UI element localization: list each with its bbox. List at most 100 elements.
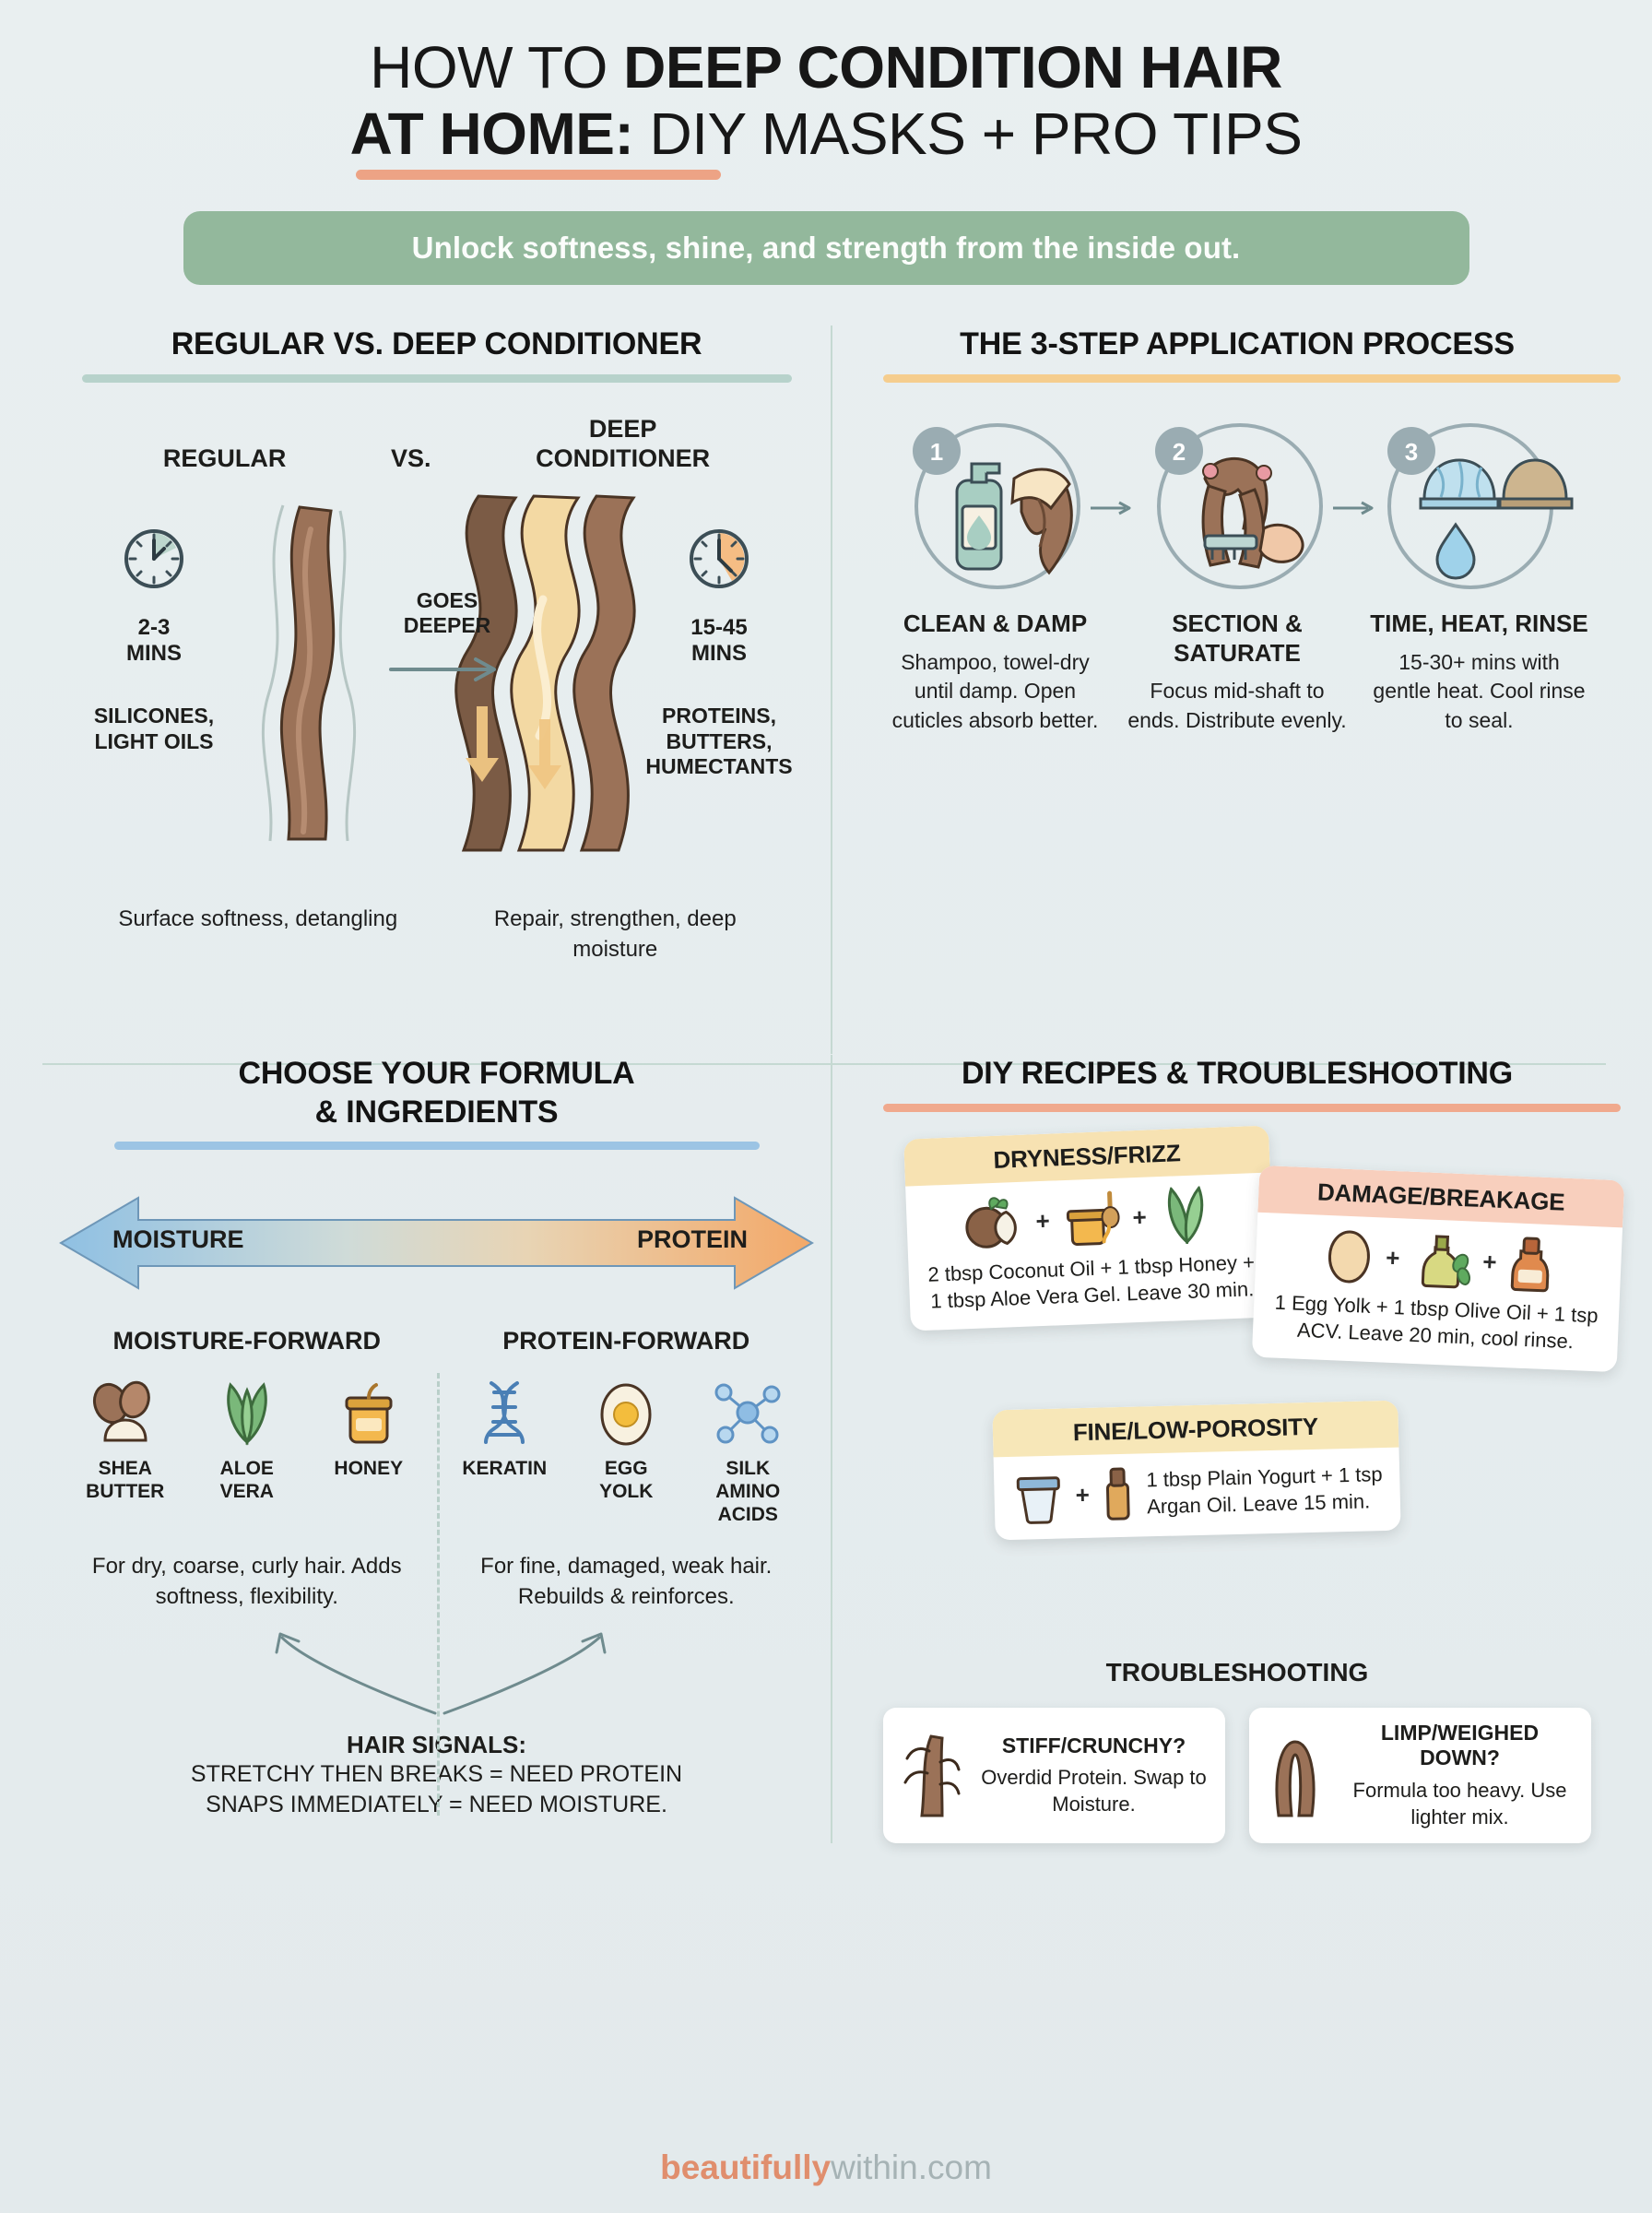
plus-sign: + <box>1131 1201 1148 1231</box>
clock-icon-long <box>690 528 749 588</box>
step-3-heading: TIME, HEAT, RINSE <box>1370 609 1588 637</box>
signals-line-2: SNAPS IMMEDIATELY = NEED MOISTURE. <box>206 1791 667 1817</box>
recipe-cards: DRYNESS/FRIZZ + <box>883 1125 1625 1649</box>
molecule-icon <box>714 1383 781 1444</box>
plus-sign: + <box>1034 1205 1051 1235</box>
recipe-card-dryness[interactable]: DRYNESS/FRIZZ + <box>903 1125 1276 1331</box>
compare-head-vs: VS. <box>390 444 431 473</box>
section1-rule <box>81 373 792 383</box>
step-2-illustration: 2 <box>1126 410 1373 604</box>
label-moisture-forward: MOISTURE-FORWARD <box>112 1327 382 1355</box>
hair-strand-illustrations <box>261 494 636 852</box>
step-2-heading: SECTION & SATURATE <box>1172 609 1303 667</box>
recipe-card-damage[interactable]: DAMAGE/BREAKAGE + <box>1251 1165 1625 1372</box>
deep-ingredients-label: PROTEINS, BUTTERS, HUMECTANTS <box>645 704 793 779</box>
title-plain-2: DIY MASKS + PRO TIPS <box>633 100 1303 167</box>
section4-title: DIY RECIPES & TROUBLESHOOTING <box>961 1056 1514 1092</box>
coconut-icon <box>965 1197 1017 1249</box>
troubleshooting-cards: STIFF/CRUNCHY? Overdid Protein. Swap to … <box>883 1707 1591 1844</box>
ingredient-groups: SHEA BUTTER ALOE VERA <box>57 1379 816 1526</box>
right-arrow-icon <box>389 657 496 681</box>
ingredient-item: HONEY <box>313 1379 424 1526</box>
step-arrow-icon <box>1332 501 1373 515</box>
goes-deeper-annotation: GOES DEEPER <box>378 588 516 690</box>
section-diy-recipes: DIY RECIPES & TROUBLESHOOTING DRYNESS/FR… <box>832 1055 1625 1844</box>
goes-deeper-label: GOES DEEPER <box>403 587 491 638</box>
recipe-damage-icons: + + <box>1268 1224 1609 1295</box>
recipe-dryness-icons: + + <box>919 1184 1260 1254</box>
section-application-process: THE 3-STEP APPLICATION PROCESS 1 <box>832 325 1621 1054</box>
svg-text:1: 1 <box>930 438 943 466</box>
section1-title: REGULAR VS. DEEP CONDITIONER <box>171 326 702 362</box>
title-line-2: AT HOME: DIY MASKS + PRO TIPS <box>350 100 1303 181</box>
title-bold-1: DEEP CONDITION HAIR <box>623 34 1282 101</box>
subtitle-banner: Unlock softness, shine, and strength fro… <box>183 211 1469 286</box>
spectrum-arrow-icon <box>59 1196 814 1291</box>
step-item: 2 <box>1126 410 1373 736</box>
ingredient-item: KERATIN <box>449 1379 560 1526</box>
troubleshoot-stiff-text-wrap: STIFF/CRUNCHY? Overdid Protein. Swap to … <box>974 1734 1214 1818</box>
ingredient-item: EGG YOLK <box>571 1379 681 1526</box>
compare-col-regular: 2-3 MINS SILICONES, LIGHT OILS <box>66 520 242 755</box>
footer-brand-light: within.com <box>831 2148 992 2186</box>
ingredient-name: EGG YOLK <box>599 1458 654 1503</box>
yogurt-cup-icon <box>1016 1476 1060 1524</box>
header: HOW TO DEEP CONDITION HAIR AT HOME: DIY … <box>42 0 1610 286</box>
step-1-text: Shampoo, towel-dry until damp. Open cuti… <box>891 649 1099 732</box>
troubleshoot-card-stiff[interactable]: STIFF/CRUNCHY? Overdid Protein. Swap to … <box>883 1707 1225 1844</box>
dna-helix-icon <box>484 1381 525 1445</box>
label-protein-forward: PROTEIN-FORWARD <box>502 1327 750 1355</box>
aloe-vera-icon <box>227 1382 267 1446</box>
plus-sign: + <box>1075 1480 1091 1509</box>
spectrum-label-protein: PROTEIN <box>636 1225 748 1254</box>
recipe-card-fine-text: 1 tbsp Plain Yogurt + 1 tsp Argan Oil. L… <box>1146 1462 1383 1519</box>
plus-sign: + <box>1481 1247 1498 1275</box>
clock-icon-short <box>124 528 183 588</box>
shea-butter-icon <box>92 1381 150 1442</box>
troubleshoot-card-limp[interactable]: LIMP/WEIGHED DOWN? Formula too heavy. Us… <box>1249 1707 1591 1844</box>
svg-text:3: 3 <box>1405 438 1418 466</box>
protein-ingredient-group: KERATIN EGG YOLK <box>437 1379 817 1526</box>
step-item: 1 <box>883 410 1131 736</box>
column-dashed-divider <box>436 1373 440 1817</box>
troubleshoot-limp-heading: LIMP/WEIGHED DOWN? <box>1380 1720 1540 1770</box>
step-3-text: 15-30+ mins with gentle heat. Cool rinse… <box>1373 649 1586 732</box>
moisture-ingredient-group: SHEA BUTTER ALOE VERA <box>57 1379 437 1526</box>
vertical-divider-top <box>831 325 832 1055</box>
ingredient-item: SILK AMINO ACIDS <box>692 1379 803 1526</box>
caption-regular: Surface softness, detangling <box>118 905 398 931</box>
formula-column-labels: MOISTURE-FORWARD PROTEIN-FORWARD <box>57 1327 816 1355</box>
title-plain-1: HOW TO <box>370 34 624 101</box>
limp-hair-icon <box>1275 1740 1316 1817</box>
horizontal-divider <box>42 1063 1606 1066</box>
troubleshoot-limp-text: Formula too heavy. Use lighter mix. <box>1352 1779 1567 1829</box>
section3-rule <box>113 1142 760 1151</box>
recipe-fine-icons: + <box>1007 1464 1139 1524</box>
comparison-headers: REGULAR VS. DEEP CONDITIONER <box>57 414 816 474</box>
title-line-1: HOW TO DEEP CONDITION HAIR <box>370 34 1282 101</box>
egg-icon <box>1328 1230 1370 1284</box>
section4-rule <box>883 1103 1621 1112</box>
vertical-divider-bottom <box>831 1055 832 1844</box>
recipe-card-damage-text: 1 Egg Yolk + 1 tbsp Olive Oil + 1 tsp AC… <box>1274 1290 1599 1354</box>
plus-sign: + <box>1385 1242 1401 1272</box>
ingredient-item: SHEA BUTTER <box>70 1379 181 1526</box>
vinegar-bottle-icon <box>1510 1237 1550 1293</box>
olive-oil-bottle-icon <box>1421 1235 1471 1289</box>
step-1-heading: CLEAN & DAMP <box>903 609 1088 637</box>
regular-time-label: 2-3 MINS <box>126 614 182 666</box>
recipe-card-fine[interactable]: FINE/LOW-POROSITY + <box>992 1400 1401 1541</box>
title-underline <box>355 170 721 181</box>
honey-dipper-icon <box>1066 1190 1120 1246</box>
brittle-hair-icon <box>903 1734 961 1817</box>
troubleshoot-limp-text-wrap: LIMP/WEIGHED DOWN? Formula too heavy. Us… <box>1339 1721 1580 1830</box>
section-regular-vs-deep: REGULAR VS. DEEP CONDITIONER REGULAR VS.… <box>42 325 831 1054</box>
step-2-text: Focus mid-shaft to ends. Distribute even… <box>1127 679 1347 732</box>
step-item: 3 <box>1367 410 1591 736</box>
comparison-captions: Surface softness, detangling Repair, str… <box>57 904 816 964</box>
step-1-illustration: 1 <box>883 410 1131 604</box>
troubleshoot-stiff-heading: STIFF/CRUNCHY? <box>1001 1733 1186 1757</box>
troubleshoot-stiff-text: Overdid Protein. Swap to Moisture. <box>981 1766 1207 1817</box>
step-3-illustration: 3 <box>1367 410 1591 604</box>
